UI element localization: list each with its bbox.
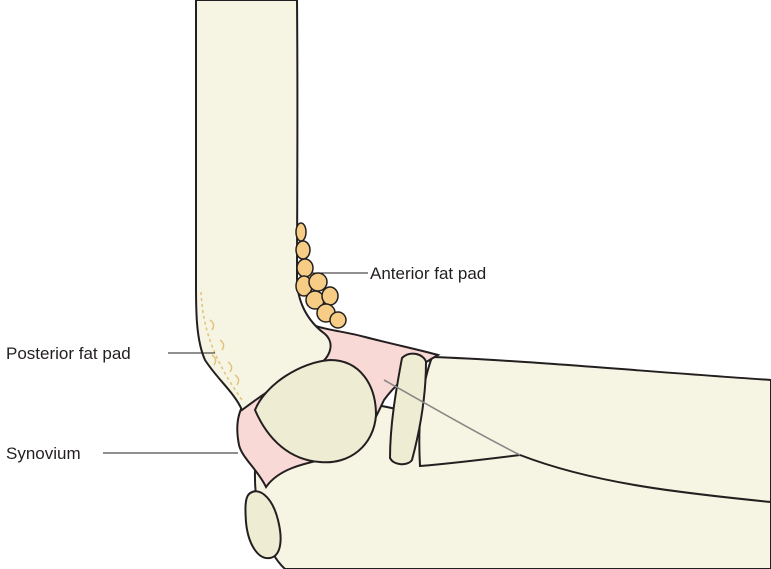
synovium-label: Synovium <box>6 444 81 463</box>
anterior-fat-pad-label: Anterior fat pad <box>370 264 486 283</box>
posterior-fat-pad-label: Posterior fat pad <box>6 344 131 363</box>
humerus-bone <box>196 0 331 410</box>
